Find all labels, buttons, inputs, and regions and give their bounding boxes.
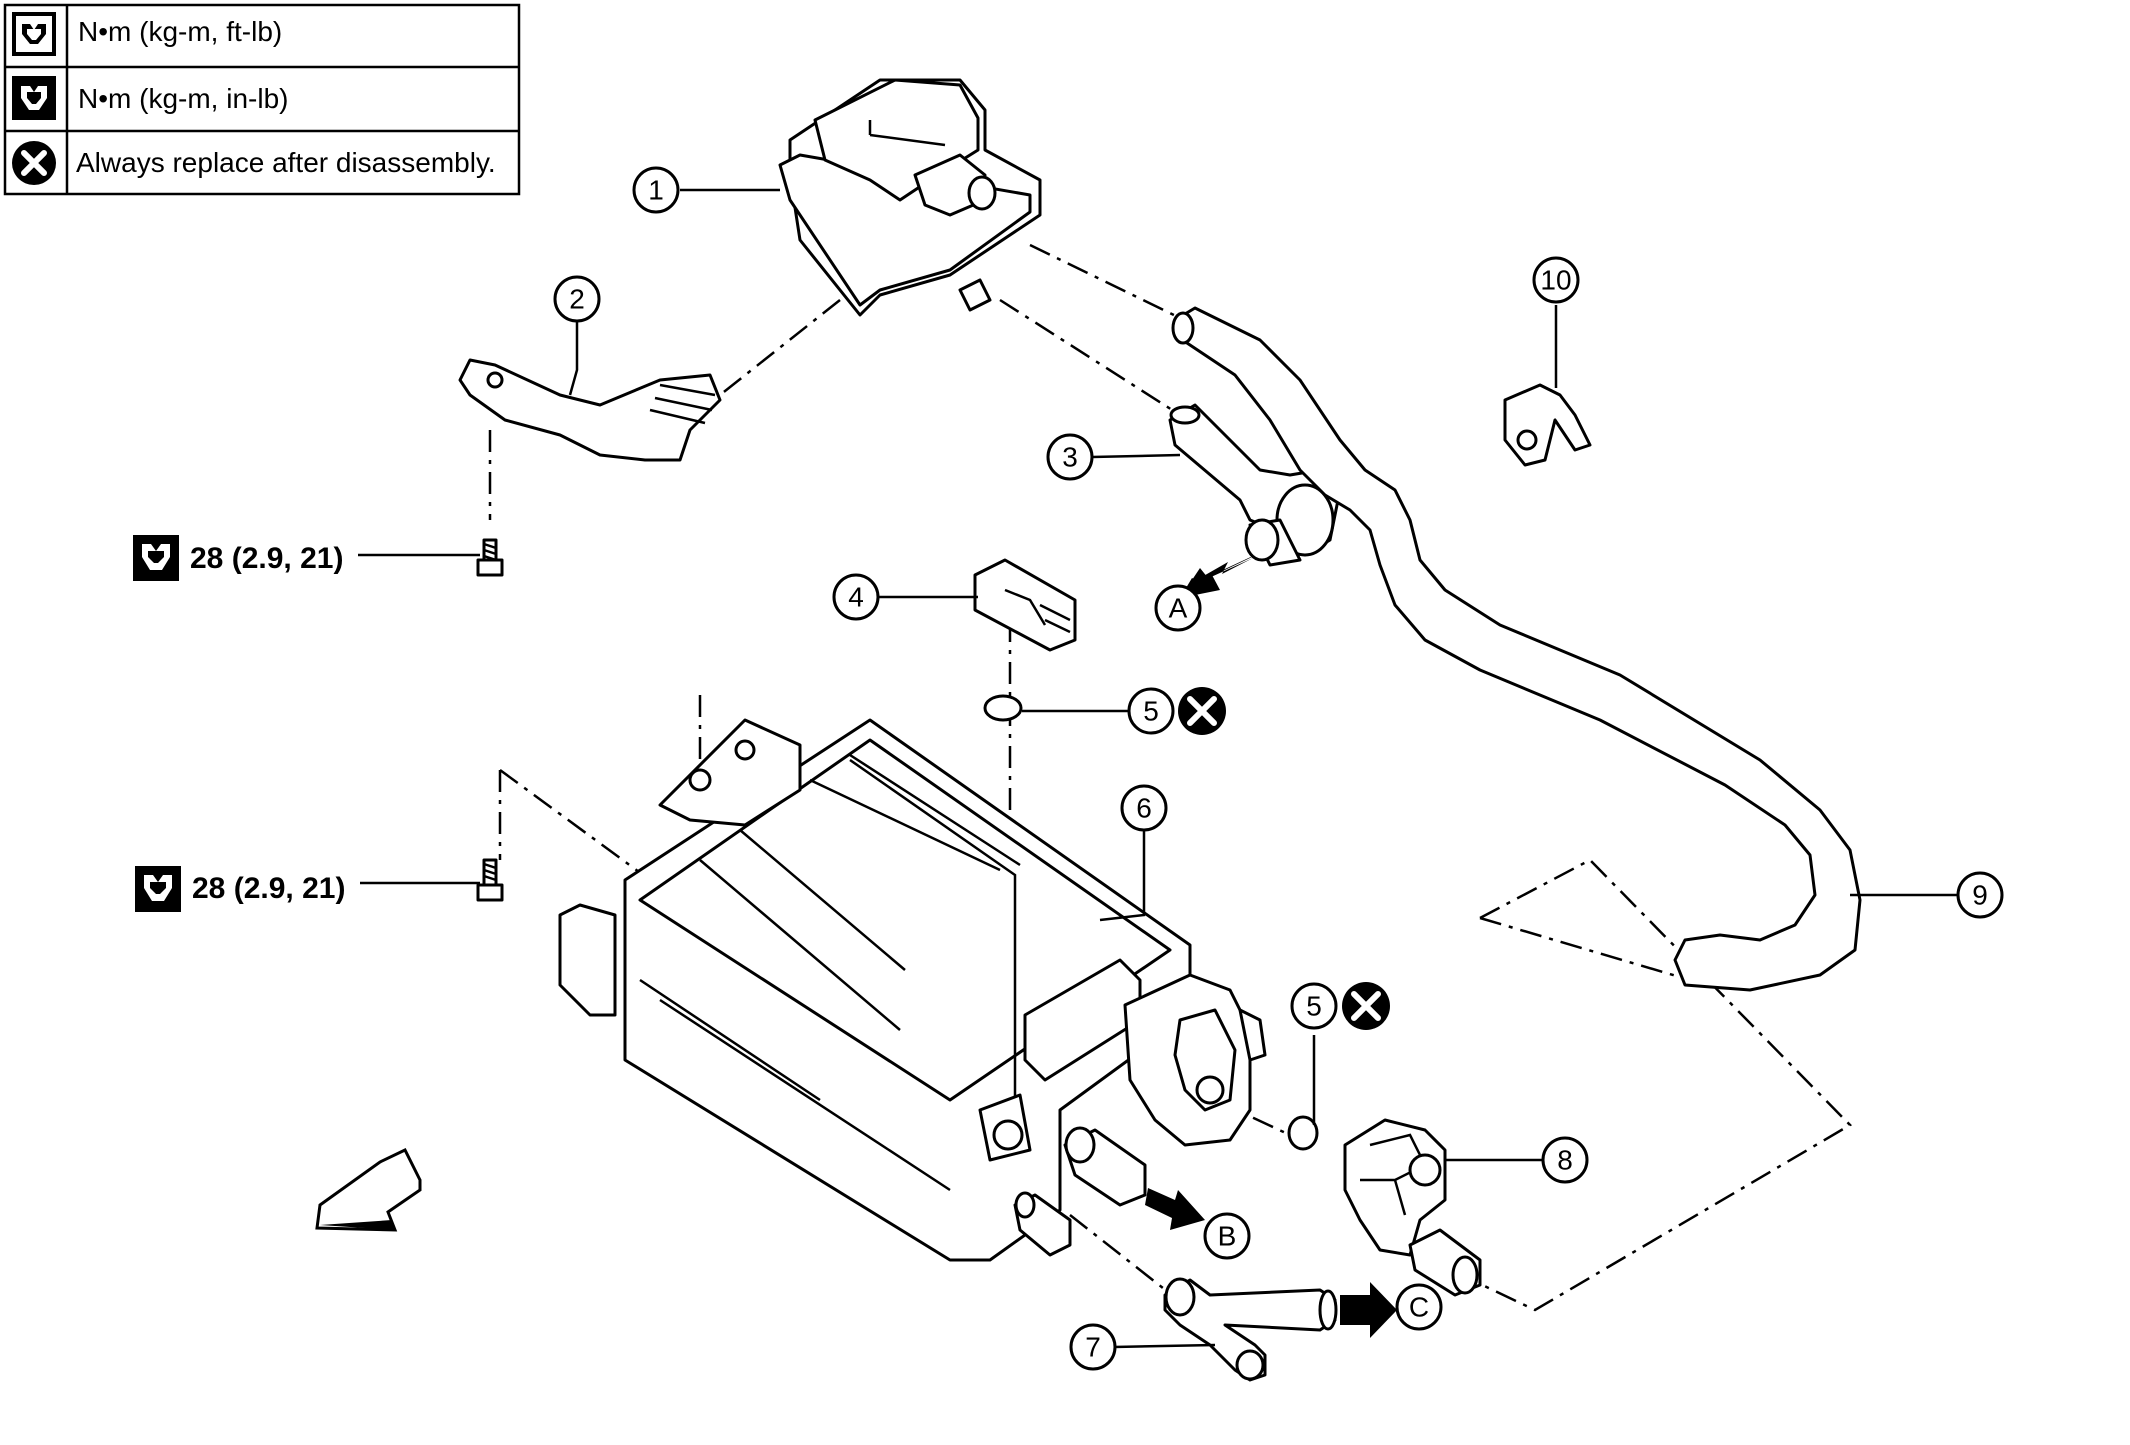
arrow-b (1145, 1188, 1205, 1230)
arrow-c (1340, 1282, 1397, 1338)
svg-text:2: 2 (569, 284, 585, 315)
torque-value-upper: 28 (2.9, 21) (190, 542, 343, 575)
replace-x-icon (1342, 982, 1390, 1030)
callout-1: 1 (632, 166, 680, 214)
part-6-canister (558, 718, 1267, 1262)
arrow-a (1180, 555, 1255, 598)
callout-5-upper: 5 (1127, 687, 1175, 735)
callout-5-lower: 5 (1290, 982, 1338, 1030)
svg-text:10: 10 (1540, 265, 1571, 296)
svg-text:1: 1 (648, 175, 664, 206)
leader-lines (568, 188, 1958, 1349)
filled-wrench-icon (12, 76, 56, 120)
part-3-elbow (1168, 403, 1342, 567)
svg-text:7: 7 (1085, 1332, 1101, 1363)
part-1-filter (778, 78, 1042, 317)
replace-x-icon (1178, 687, 1226, 735)
callout-9: 9 (1956, 871, 2004, 919)
connection-b: B (1203, 1212, 1251, 1260)
bolt-lower (476, 858, 504, 902)
legend-row-3-text: Always replace after disassembly. (76, 147, 496, 178)
svg-text:3: 3 (1062, 442, 1078, 473)
svg-text:5: 5 (1306, 991, 1322, 1022)
legend-table: N•m (kg-m, ft-lb) N•m (kg-m, in-lb) Alwa… (3, 3, 521, 196)
connection-c: C (1395, 1283, 1443, 1331)
part-4-cap (973, 558, 1077, 652)
legend-row-2-text: N•m (kg-m, in-lb) (78, 83, 288, 114)
torque-lower: 28 (2.9, 21) (135, 866, 480, 912)
bolt-upper (476, 538, 504, 577)
callout-3: 3 (1046, 433, 1094, 481)
part-10-clip (1503, 383, 1592, 467)
svg-text:B: B (1218, 1221, 1237, 1252)
svg-text:6: 6 (1136, 793, 1152, 824)
part-9-hose (1171, 306, 1862, 992)
torque-value-lower: 28 (2.9, 21) (192, 872, 345, 905)
callout-6: 6 (1120, 784, 1168, 832)
callout-10: 10 (1532, 256, 1580, 304)
callout-7: 7 (1069, 1323, 1117, 1371)
torque-upper: 28 (2.9, 21) (133, 535, 480, 581)
svg-text:9: 9 (1972, 880, 1988, 911)
open-wrench-icon (12, 12, 56, 56)
part-7-hose (1163, 1277, 1338, 1382)
part-5-oring-upper (983, 694, 1023, 722)
svg-text:A: A (1169, 593, 1188, 624)
part-2-bracket (458, 358, 722, 462)
connection-a: A (1154, 584, 1202, 632)
front-direction-arrow (315, 1148, 422, 1232)
part-8-valve (1343, 1118, 1482, 1297)
svg-text:8: 8 (1557, 1145, 1573, 1176)
legend-row-1-text: N•m (kg-m, ft-lb) (78, 16, 282, 47)
callout-8: 8 (1541, 1136, 1589, 1184)
replace-x-icon (12, 141, 56, 185)
callout-4: 4 (832, 573, 880, 621)
callout-2: 2 (553, 275, 601, 323)
svg-text:4: 4 (848, 582, 864, 613)
svg-text:C: C (1409, 1292, 1429, 1323)
filled-wrench-icon (133, 535, 179, 581)
svg-text:5: 5 (1143, 696, 1159, 727)
filled-wrench-icon (135, 866, 181, 912)
part-5-oring-lower (1287, 1115, 1319, 1151)
